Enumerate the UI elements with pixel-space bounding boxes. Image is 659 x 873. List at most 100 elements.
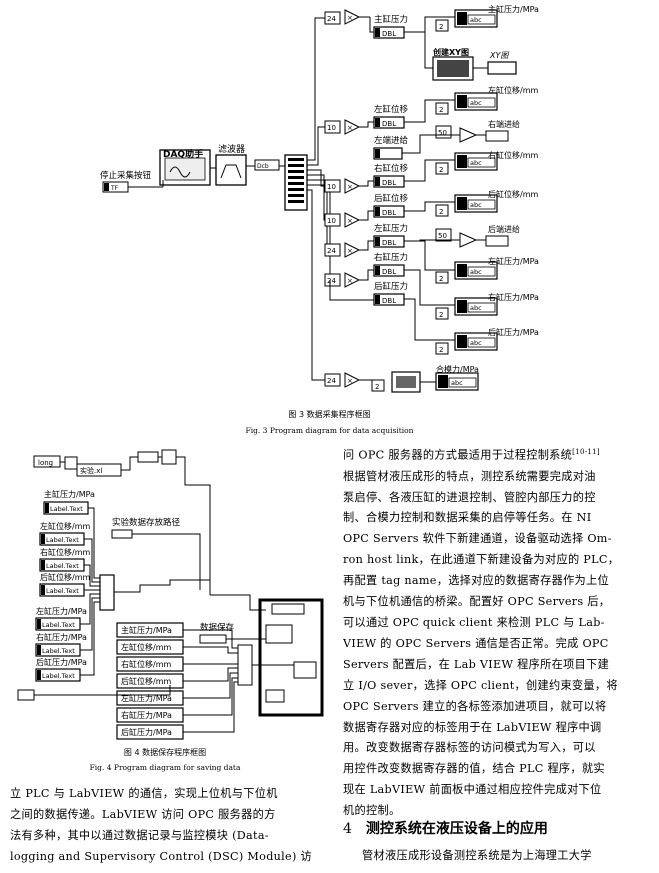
text-line: 用控件改变数据寄存器的值，结合 PLC 程序，就实 xyxy=(343,762,605,776)
svg-text:右缸位移: 右缸位移 xyxy=(374,163,409,174)
fig4-caption-en: Fig. 4 Program diagram for saving data xyxy=(89,763,241,772)
save-label: 数据保存 xyxy=(200,622,235,633)
main-p-in: 主缸压力 xyxy=(374,14,408,25)
svg-text:主缸压力/MPa: 主缸压力/MPa xyxy=(121,625,172,635)
svg-text:左缸压力: 左缸压力 xyxy=(374,223,408,234)
xy-graph-label: XY图 xyxy=(489,51,509,60)
svg-text:2: 2 xyxy=(439,106,443,114)
svg-text:主缸压力/MPa: 主缸压力/MPa xyxy=(44,489,95,499)
section-title: 测控系统在液压设备上的应用 xyxy=(365,821,548,837)
main-p-out: 主缸压力/MPa xyxy=(488,4,539,14)
svg-text:2: 2 xyxy=(439,208,443,216)
final-line: 管材液压成形设备测控系统是为上海理工大学 xyxy=(362,849,592,862)
svg-text:Label.Text: Label.Text xyxy=(46,536,79,544)
text-line: 数据寄存器对应的标签用于在 LabVIEW 程序中调 xyxy=(343,720,602,734)
text-line: OPC Servers 建立的各标签添加进项目，就可以将 xyxy=(343,699,607,713)
svg-text:后端进给: 后端进给 xyxy=(488,224,520,234)
text-line: 泵启停、各液压缸的进退控制、管腔内部压力的控 xyxy=(343,490,596,504)
svg-text:后缸位移: 后缸位移 xyxy=(374,193,409,204)
svg-text:2: 2 xyxy=(439,23,443,31)
svg-text:右缸压力/MPa: 右缸压力/MPa xyxy=(121,710,172,720)
svg-text:右缸位移/mm: 右缸位移/mm xyxy=(121,659,171,669)
svg-text:合模力/MPa: 合模力/MPa xyxy=(436,364,479,374)
svg-text:Label.Text: Label.Text xyxy=(42,672,75,680)
text-line: 问 OPC 服务器的方式最适用于过程控制系统[10-11] xyxy=(343,448,600,462)
svg-text:后缸压力/MPa: 后缸压力/MPa xyxy=(121,727,172,737)
svg-text:Label.Text: Label.Text xyxy=(42,621,75,629)
svg-text:2: 2 xyxy=(439,346,443,354)
daq-label: DAQ助手 xyxy=(163,148,203,160)
right-column-text: 问 OPC 服务器的方式最适用于过程控制系统[10-11] 根据管材液压成形的特… xyxy=(343,442,648,822)
svg-text:后缸压力/MPa: 后缸压力/MPa xyxy=(488,327,539,337)
section-number: 4 xyxy=(343,821,352,837)
text-line: 用。改变数据寄存器标签的访问模式为写入，可以 xyxy=(343,741,596,755)
citation: [10-11] xyxy=(572,448,600,456)
svg-text:后缸位移/mm: 后缸位移/mm xyxy=(121,676,171,686)
fig4-caption-cn: 图 4 数据保存程序框图 xyxy=(123,748,207,757)
text-line: VIEW 的 OPC Servers 通信是否正常。完成 OPC xyxy=(343,636,609,650)
text-line: 立 PLC 与 LabVIEW 的通信，实现上位机与下位机 xyxy=(10,787,278,800)
svg-text:50: 50 xyxy=(438,232,447,240)
svg-text:右缸位移/mm: 右缸位移/mm xyxy=(40,547,90,557)
text-line: 根据管材液压成形的特点，测控系统需要完成对油 xyxy=(343,469,596,483)
text-line: 立 I/O sever，选择 OPC client，创建约束变量，将 xyxy=(343,678,618,692)
svg-text:24: 24 xyxy=(327,247,336,255)
svg-text:后缸位移/mm: 后缸位移/mm xyxy=(40,572,90,582)
section-heading: 4 测控系统在液压设备上的应用 xyxy=(343,818,548,838)
text-line: 现在 LabVIEW 前面板中通过相应控件完成对下位 xyxy=(343,783,602,797)
svg-text:24: 24 xyxy=(327,277,336,285)
svg-text:左缸位移/mm: 左缸位移/mm xyxy=(121,642,171,652)
svg-text:后缸压力: 后缸压力 xyxy=(374,281,408,292)
svg-text:右缸压力: 右缸压力 xyxy=(374,252,408,263)
svg-text:2: 2 xyxy=(439,166,443,174)
svg-text:右端进给: 右端进给 xyxy=(488,119,520,129)
svg-text:10: 10 xyxy=(327,217,336,225)
svg-text:2: 2 xyxy=(439,275,443,283)
svg-text:24: 24 xyxy=(327,377,336,385)
svg-text:Label.Text: Label.Text xyxy=(46,587,79,595)
text-line: OPC Servers 软件下新建通道，设备驱动选择 Om- xyxy=(343,532,612,546)
fig3-diagram: × abc DAQ助手 滤波器 Dcb 停止采集按钮 TF xyxy=(100,4,539,393)
text-line: Servers 配置后，在 Lab VIEW 程序所在项目下建 xyxy=(343,657,610,671)
svg-text:2: 2 xyxy=(375,383,379,391)
svg-text:左端进给: 左端进给 xyxy=(374,135,409,146)
fig4-diagram: long 实验.xl 主缸压力/MPa 左缸位移/mm 右缸位移/mm 后缸位移… xyxy=(17,449,324,740)
svg-text:DBL: DBL xyxy=(382,179,396,187)
svg-text:左缸位移: 左缸位移 xyxy=(374,104,409,115)
svg-text:Label.Text: Label.Text xyxy=(50,505,83,513)
svg-text:24: 24 xyxy=(327,15,336,23)
svg-text:Dcb: Dcb xyxy=(257,163,269,170)
filter-label: 滤波器 xyxy=(218,143,245,155)
text-line: ron host link，在此通道下新建设备为对应的 PLC， xyxy=(343,553,620,567)
svg-text:TF: TF xyxy=(110,185,119,192)
svg-text:左缸压力/MPa: 左缸压力/MPa xyxy=(121,693,172,703)
svg-text:左缸压力/MPa: 左缸压力/MPa xyxy=(488,256,539,266)
svg-text:左缸压力/MPa: 左缸压力/MPa xyxy=(36,606,87,616)
path-label: 实验数据存放路径 xyxy=(112,517,181,528)
svg-text:后缸压力/MPa: 后缸压力/MPa xyxy=(36,657,87,667)
svg-text:DBL: DBL xyxy=(382,239,396,247)
svg-text:DBL: DBL xyxy=(382,120,396,128)
svg-text:10: 10 xyxy=(327,183,336,191)
svg-text:DBL: DBL xyxy=(382,268,396,276)
svg-text:DBL: DBL xyxy=(382,297,396,305)
left-column-text: 立 PLC 与 LabVIEW 的通信，实现上位机与下位机 之间的数据传递。La… xyxy=(10,784,330,868)
svg-text:DBL: DBL xyxy=(382,209,396,217)
svg-text:Label.Text: Label.Text xyxy=(46,562,79,570)
fig3-caption-en: Fig. 3 Program diagram for data acquisit… xyxy=(245,426,414,435)
svg-text:左缸位移/mm: 左缸位移/mm xyxy=(488,85,538,95)
svg-text:右缸位移/mm: 右缸位移/mm xyxy=(488,150,538,160)
svg-text:实验.xl: 实验.xl xyxy=(80,466,102,475)
svg-text:2: 2 xyxy=(439,311,443,319)
svg-text:10: 10 xyxy=(327,124,336,132)
svg-text:右缸压力/MPa: 右缸压力/MPa xyxy=(488,292,539,302)
text-line: 之间的数据传递。LabVIEW 访问 OPC 服务器的方 xyxy=(10,807,276,821)
svg-text:50: 50 xyxy=(438,129,447,137)
svg-text:右缸压力/MPa: 右缸压力/MPa xyxy=(36,632,87,642)
fig3-caption-cn: 图 3 数据采集程序框图 xyxy=(288,410,371,419)
text-line: 制、合模力控制和数据采集的启停等任务。在 NI xyxy=(343,511,592,525)
text-line: 再配置 tag name，选择对应的数据寄存器作为上位 xyxy=(343,574,610,588)
text-line: 机与下位机通信的桥梁。配置好 OPC Servers 后， xyxy=(343,595,611,609)
xy-create-label: 创建XY图 xyxy=(432,47,469,57)
svg-text:左缸位移/mm: 左缸位移/mm xyxy=(40,521,90,531)
